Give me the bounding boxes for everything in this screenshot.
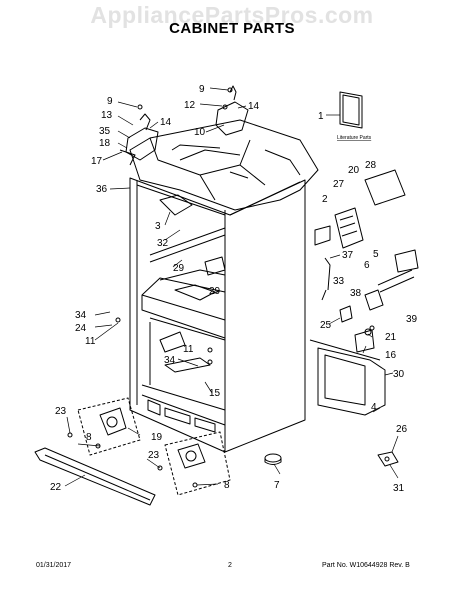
callout: 16 <box>385 350 397 361</box>
callout: 26 <box>396 424 408 435</box>
right-hinge <box>215 85 249 136</box>
callout: 21 <box>385 332 397 343</box>
leveling-assemblies <box>77 397 231 496</box>
callout: 27 <box>333 179 345 190</box>
callout: 24 <box>75 323 87 334</box>
callout: 3 <box>155 221 161 232</box>
base-grille <box>34 447 156 506</box>
literature-parts <box>339 91 363 129</box>
callout: 13 <box>101 110 113 121</box>
callout: 10 <box>194 127 206 138</box>
callout: 6 <box>364 260 370 271</box>
callout: 8 <box>86 432 92 443</box>
footer-part-number: Part No. W10644928 Rev. B <box>322 562 410 569</box>
cabinet-body <box>129 177 306 453</box>
top-cover-assembly <box>129 119 319 211</box>
screws <box>67 87 375 488</box>
callout: 31 <box>393 483 405 494</box>
callout: 29 <box>209 286 221 297</box>
callout: 34 <box>75 310 87 321</box>
interior-parts <box>149 194 226 373</box>
cap-part <box>264 453 282 465</box>
callout: 19 <box>151 432 163 443</box>
callout: 9 <box>107 96 113 107</box>
callout: 2 <box>322 194 328 205</box>
callout: 23 <box>148 450 160 461</box>
footer-page-number: 2 <box>228 562 232 569</box>
callout: 25 <box>320 320 332 331</box>
callout: 38 <box>350 288 362 299</box>
callout-labels: 9 13 35 18 17 14 9 12 14 10 36 1 20 28 2… <box>50 84 418 494</box>
callout: 18 <box>99 138 111 149</box>
callout: 9 <box>199 84 205 95</box>
watermark: AppliancePartsPros.com <box>90 2 374 28</box>
callout: 32 <box>157 238 169 249</box>
callout: 8 <box>224 480 230 491</box>
leveling-parts <box>99 407 206 469</box>
callout: 22 <box>50 482 62 493</box>
callout: 36 <box>96 184 108 195</box>
footer-date: 01/31/2017 <box>36 562 72 569</box>
callout: 15 <box>209 388 221 399</box>
callout: 29 <box>173 263 185 274</box>
callout: 17 <box>91 156 103 167</box>
clip-part <box>377 451 399 467</box>
leader-lines <box>64 87 399 487</box>
literature-label: Literature Parts <box>337 135 372 141</box>
callout: 39 <box>406 314 418 325</box>
callout: 5 <box>373 249 379 260</box>
callout: 12 <box>184 100 196 111</box>
page-title: CABINET PARTS <box>169 20 295 37</box>
callout: 37 <box>342 250 354 261</box>
callout: 33 <box>333 276 345 287</box>
callout: 14 <box>248 101 260 112</box>
callout: 28 <box>365 160 377 171</box>
control-panel-parts <box>314 169 419 353</box>
left-hinge <box>119 113 159 166</box>
bottom-bin <box>309 339 386 416</box>
callout: 11 <box>183 344 194 355</box>
callout: 14 <box>160 117 172 128</box>
callout: 30 <box>393 369 405 380</box>
callout: 35 <box>99 126 111 137</box>
callout: 11 <box>85 336 96 347</box>
callout: 34 <box>164 355 176 366</box>
callout: 7 <box>274 480 280 491</box>
callout: 20 <box>348 165 360 176</box>
callout: 23 <box>55 406 67 417</box>
callout: 1 <box>318 111 324 122</box>
callout: 4 <box>371 402 377 413</box>
